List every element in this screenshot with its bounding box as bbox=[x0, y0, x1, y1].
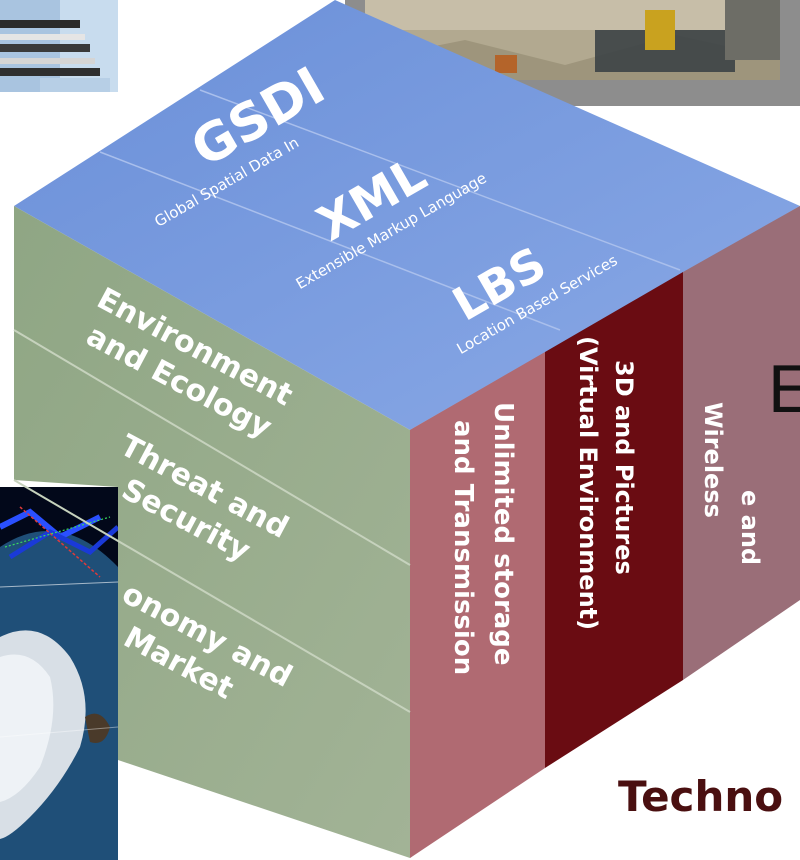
right-storage-line1: Unlimited storage bbox=[488, 402, 518, 666]
right-storage-line2: and Transmission bbox=[448, 420, 478, 675]
technology-label: Techno bbox=[618, 772, 784, 821]
cube-right-stripe-storage bbox=[410, 352, 545, 858]
right-wireless-line1: e and bbox=[736, 490, 764, 565]
cube-left-face bbox=[14, 206, 410, 858]
right-3d-line1: 3D and Pictures bbox=[610, 360, 638, 575]
aerial-photo-topleft bbox=[0, 0, 118, 92]
cube-right-stripe-3d bbox=[545, 272, 683, 768]
earth-globe-photo bbox=[0, 487, 118, 860]
cube-top-face bbox=[14, 0, 800, 430]
cube-right-stripe-wireless bbox=[683, 206, 800, 680]
right-3d-line2: (Virtual Environment) bbox=[574, 336, 602, 630]
right-wireless-line2: Wireless bbox=[699, 402, 727, 518]
panel-letter: E bbox=[768, 351, 800, 427]
